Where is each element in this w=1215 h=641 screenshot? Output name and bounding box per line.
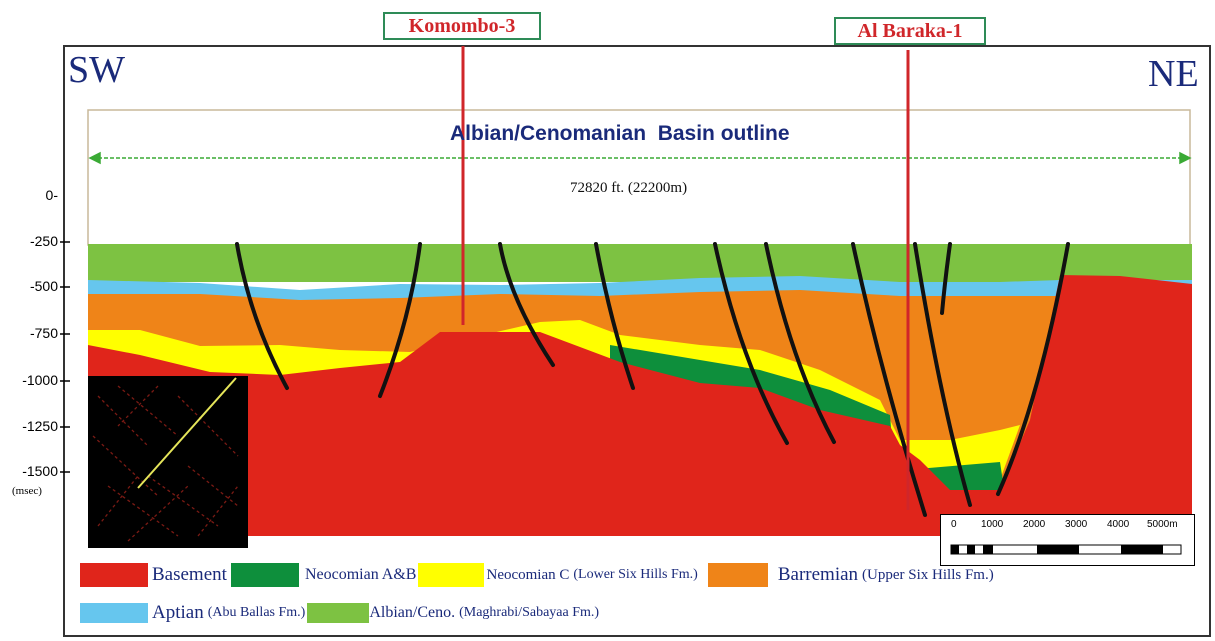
legend-row-1: Basement Neocomian A&B Neocomian C (Lowe… <box>80 563 994 587</box>
y-axis-tick-marks <box>60 241 70 473</box>
fault-lines <box>235 242 1070 517</box>
legend-label-basement: Basement <box>152 564 227 585</box>
scale-bar-graphic <box>950 544 1182 555</box>
scale-bar: 0 1000 2000 3000 4000 5000m <box>940 514 1195 566</box>
basin-title: Albian/Cenomanian Basin outline <box>450 122 790 145</box>
legend-label-neocomian-c: Neocomian C <box>486 566 570 583</box>
legend-label-albian-ceno: Albian/Ceno. <box>369 604 456 621</box>
legend-swatch-basement <box>80 563 148 587</box>
scale-tick: 2000 <box>1023 519 1046 530</box>
y-tick: -1000 <box>22 372 58 388</box>
scale-tick: 3000 <box>1065 519 1088 530</box>
legend-swatch-neocomian-c <box>418 563 485 587</box>
basin-width-arrow <box>88 151 1192 165</box>
layer-aptian <box>88 276 1192 302</box>
legend-swatch-barremian <box>707 563 768 587</box>
legend-swatch-aptian <box>80 603 148 623</box>
section-line-trace <box>137 377 237 489</box>
y-axis-unit: (msec) <box>12 485 42 497</box>
well-label-albaraka: Al Baraka-1 <box>834 17 986 45</box>
legend-detail-albian-ceno: (Maghrabi/Sabayaa Fm.) <box>459 605 600 620</box>
y-tick: -250 <box>29 233 58 249</box>
legend-swatch-albian-ceno <box>307 603 370 623</box>
basin-width-label: 72820 ft. (22200m) <box>570 180 688 196</box>
legend-label-barremian: Barremian <box>777 564 859 585</box>
location-inset-map <box>88 376 248 548</box>
legend-label-aptian: Aptian <box>152 602 204 623</box>
scale-tick: 0 <box>951 519 957 530</box>
layer-basement <box>88 275 1192 536</box>
y-tick: -500 <box>29 278 58 294</box>
layer-albian-ceno <box>88 244 1192 282</box>
scale-tick: 4000 <box>1107 519 1130 530</box>
y-tick: 0- <box>45 187 58 203</box>
legend-row-2: Aptian (Abu Ballas Fm.) Albian/Ceno. (Ma… <box>80 602 599 624</box>
scale-tick: 1000 <box>981 519 1004 530</box>
y-tick: -750 <box>29 325 58 341</box>
well-label-komombo: Komombo-3 <box>383 12 541 40</box>
scale-tick: 5000m <box>1147 519 1178 530</box>
legend-detail-neocomian-c: (Lower Six Hills Fm.) <box>573 567 698 582</box>
legend-swatch-neocomian-ab <box>230 563 299 587</box>
ne-label: NE <box>1148 53 1199 95</box>
legend-detail-barremian: (Upper Six Hills Fm.) <box>862 566 994 583</box>
sw-label: SW <box>68 49 125 91</box>
y-tick: -1500 <box>22 463 58 479</box>
legend-detail-aptian: (Abu Ballas Fm.) <box>207 605 306 620</box>
legend-label-neocomian-ab: Neocomian A&B <box>304 566 417 583</box>
y-tick: -1250 <box>22 418 58 434</box>
